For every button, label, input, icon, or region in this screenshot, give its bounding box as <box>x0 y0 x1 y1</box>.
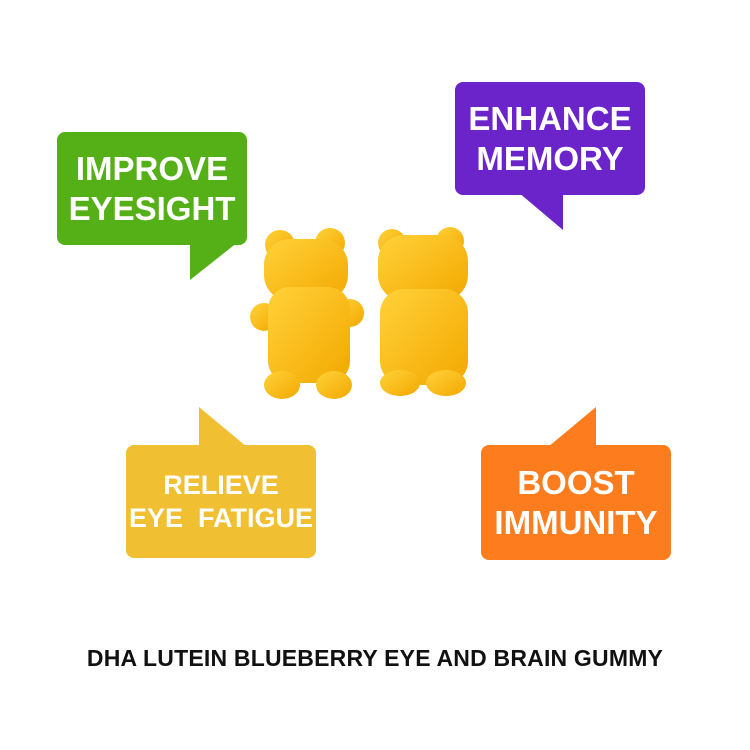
bubble-text-line: EYESIGHT <box>68 189 236 227</box>
gummy-bears-image <box>250 227 468 399</box>
improve-eyesight-bubble: IMPROVE EYESIGHT <box>57 132 247 280</box>
bubble-text-line: ENHANCE <box>468 99 632 137</box>
bubble-text-line: IMPROVE <box>75 149 229 187</box>
gummy-bear-left <box>250 228 364 399</box>
product-caption: DHA LUTEIN BLUEBERRY EYE AND BRAIN GUMMY <box>86 645 664 671</box>
speech-tail <box>518 192 563 230</box>
bubble-text-line: MEMORY <box>476 139 624 177</box>
bubble-text-line: RELIEVE <box>163 470 279 501</box>
bubble-text-line: EYE FATIGUE <box>128 502 314 533</box>
gummy-bear-right <box>378 227 468 396</box>
bubble-text-line: IMMUNITY <box>494 503 658 541</box>
speech-tail <box>199 407 247 447</box>
speech-tail <box>548 407 596 447</box>
enhance-memory-bubble: ENHANCE MEMORY <box>455 82 645 230</box>
boost-immunity-bubble: BOOST IMMUNITY <box>481 407 671 560</box>
speech-tail <box>190 242 238 280</box>
bubble-text-line: BOOST <box>517 463 635 501</box>
relieve-eye-fatigue-bubble: RELIEVE EYE FATIGUE <box>126 407 316 558</box>
